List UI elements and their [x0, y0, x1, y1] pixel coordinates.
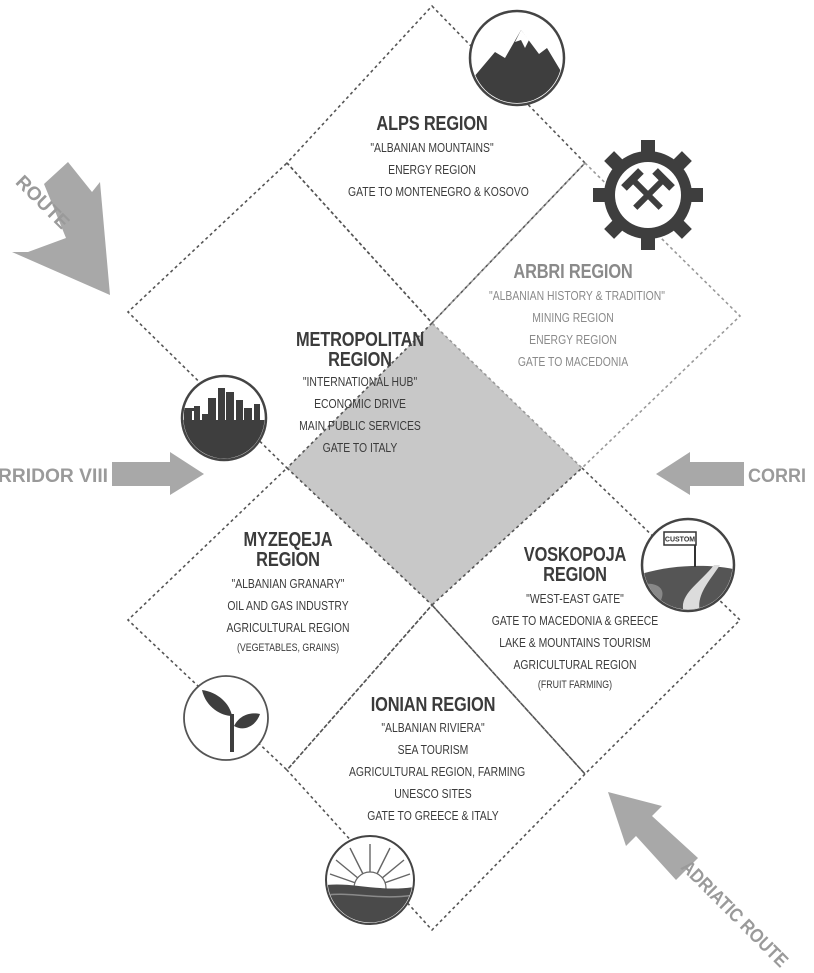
corridor-viii-label: RRIDOR VIII [0, 466, 108, 487]
adriatic-route-arrow [608, 792, 698, 880]
ionian-region-line-5: GATE TO GREECE & ITALY [367, 808, 499, 823]
custom-sign-text: CUSTOM [665, 537, 695, 544]
myzeqeja-region-line-1: "ALBANIAN GRANARY" [231, 576, 345, 591]
voskopoja-region-line-3: LAKE & MOUNTAINS TOURISM [499, 635, 651, 650]
alps-diamond [285, 4, 587, 325]
arbri-region-line-2: MINING REGION [532, 310, 614, 325]
voskopoja-region-line-4: AGRICULTURAL REGION [513, 657, 637, 672]
metropolitan-region-line-4: GATE TO ITALY [322, 440, 398, 455]
myzeqeja-region-line-3: AGRICULTURAL REGION [226, 620, 350, 635]
adriatic-route-label: ADRIATIC ROUTE [676, 857, 791, 972]
arbri-region-line-4: GATE TO MACEDONIA [517, 354, 629, 369]
metropolitan-region-title: METROPOLITAN REGION [295, 329, 424, 371]
voskopoja-region-title: VOSKOPOJA REGION [523, 544, 627, 586]
metropolitan-region-line-3: MAIN PUBLIC SERVICES [299, 418, 421, 433]
alps-region-line-1: "ALBANIAN MOUNTAINS" [370, 140, 494, 155]
myzeqeja-region-note: (VEGETABLES, GRAINS) [236, 642, 340, 654]
metropolitan-region-line-2: ECONOMIC DRIVE [314, 396, 406, 411]
myzeqeja-region-title: MYZEQEJA REGION [243, 529, 333, 571]
alps-region-title: ALPS REGION [376, 113, 488, 135]
metropolitan-region-text: METROPOLITAN REGION "INTERNATIONAL HUB" … [255, 330, 465, 459]
arbri-region-line-3: ENERGY REGION [529, 332, 617, 347]
voskopoja-region-line-1: "WEST-EAST GATE" [526, 591, 624, 606]
mining-gear-icon [593, 140, 703, 250]
myzeqeja-region-text: MYZEQEJA REGION "ALBANIAN GRANARY" OIL A… [183, 530, 393, 657]
arbri-diamond [430, 161, 742, 470]
voskopoja-region-text: VOSKOPOJA REGION "WEST-EAST GATE" GATE T… [470, 545, 680, 694]
sunrise-sea-icon [325, 835, 415, 925]
ionian-region-text: IONIAN REGION "ALBANIAN RIVIERA" SEA TOU… [328, 695, 538, 827]
route-arrow-top-left [12, 162, 110, 295]
alps-region-line-3: GATE TO MONTENEGRO & KOSOVO [348, 184, 529, 199]
ionian-region-line-3: AGRICULTURAL REGION, FARMING [349, 764, 526, 779]
sprout-icon [183, 675, 269, 761]
road-custom-icon: CUSTOM [640, 517, 736, 613]
arbri-region-text: ARBRI REGION "ALBANIAN HISTORY & TRADITI… [468, 262, 678, 373]
metropolitan-region-line-1: "INTERNATIONAL HUB" [302, 374, 418, 389]
arbri-region-line-1: "ALBANIAN HISTORY & TRADITION" [489, 288, 665, 303]
ionian-region-line-2: SEA TOURISM [397, 742, 469, 757]
ionian-diamond [285, 603, 587, 932]
mountain-icon [468, 9, 566, 107]
ionian-region-line-4: UNESCO SITES [394, 786, 472, 801]
corridor-right-label: CORRI [748, 466, 806, 487]
alps-region-line-2: ENERGY REGION [388, 162, 476, 177]
voskopoja-region-note: (FRUIT FARMING) [537, 679, 613, 691]
alps-region-text: ALPS REGION "ALBANIAN MOUNTAINS" ENERGY … [327, 114, 537, 203]
corridor-viii-arrow [112, 452, 204, 495]
voskopoja-region-line-2: GATE TO MACEDONIA & GREECE [491, 613, 659, 628]
corridor-right-arrow [656, 452, 744, 495]
myzeqeja-diamond [126, 466, 434, 772]
arbri-region-title: ARBRI REGION [513, 261, 633, 283]
ionian-region-title: IONIAN REGION [370, 694, 496, 716]
ionian-region-line-1: "ALBANIAN RIVIERA" [381, 720, 485, 735]
myzeqeja-region-line-2: OIL AND GAS INDUSTRY [227, 598, 349, 613]
